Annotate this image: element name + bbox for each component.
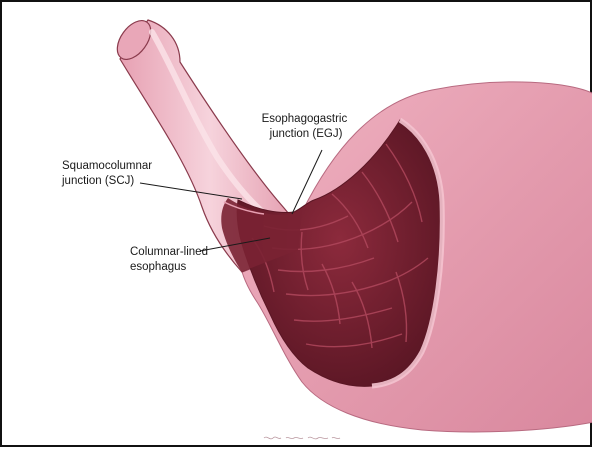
scj-label-line1: Squamocolumnar [62,160,152,172]
cle-label: Columnar-lined esophagus [130,246,211,273]
scj-label-line2: junction (SCJ) [61,175,134,187]
cle-label-line2: esophagus [130,261,187,273]
egj-label-line1: Esophagogastric [262,113,348,125]
cle-label-line1: Columnar-lined [130,246,208,258]
artist-signature-icon [264,437,340,439]
egj-label: Esophagogastric junction (EGJ) [262,113,351,140]
egj-label-line2: junction (EGJ) [269,128,343,140]
